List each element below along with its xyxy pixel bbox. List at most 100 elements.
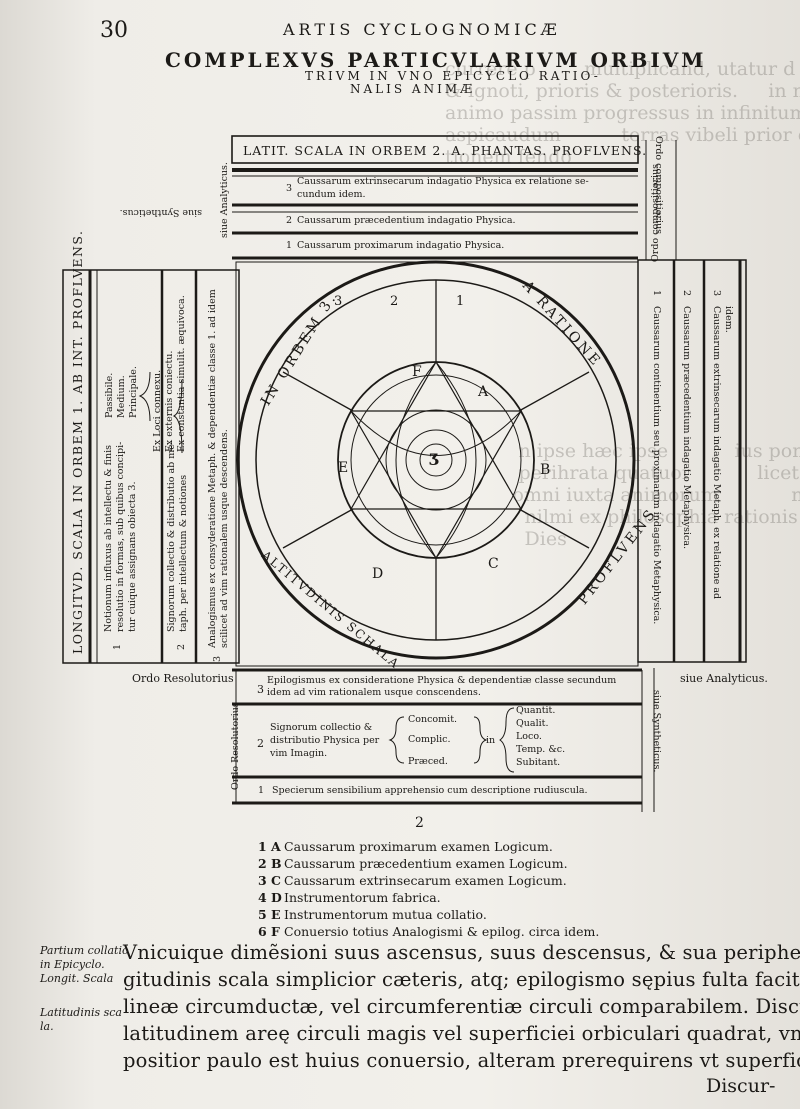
bottom-row2-line2: distributio Physica per — [270, 735, 380, 746]
bottom-row3-line2: idem ad vim rationalem usque conscendens… — [267, 687, 481, 698]
running-head: ARTIS CYCLOGNOMICÆ — [283, 20, 561, 39]
bottom-row3-number: 3 — [257, 683, 264, 696]
sive-syntheticus-top: siue Syntheticus. — [119, 207, 202, 218]
right-row1-number: 1 — [651, 290, 662, 297]
left-row1-line1: Notionum influxus ab intellectu & finis — [103, 444, 114, 632]
page-number: 30 — [100, 18, 128, 43]
catchword: Discur- — [706, 1075, 776, 1097]
brace-left-complic: Complic. — [408, 734, 451, 745]
top-row-1-text: Caussarum proximarum indagatio Physica. — [297, 240, 505, 251]
hexagram-letter-d: D — [372, 566, 384, 582]
marginal-note: Partium collatio in Epicyclo. Longit. Sc… — [40, 944, 129, 986]
key-text: Caussarum proximarum examen Logicum. — [284, 839, 553, 854]
body-line: positior paulo est huius conuersio, alte… — [123, 1049, 800, 1072]
left-row1-number: 1 — [112, 643, 123, 650]
right-row3-number: 3 — [711, 290, 722, 297]
sive-analyticus-top: siue Analyticus. — [219, 162, 230, 238]
outer-orbit — [236, 260, 636, 660]
top-row-2-text: Caussarum præcedentium indagatio Physica… — [297, 215, 516, 226]
top-row-2-number: 2 — [286, 215, 293, 226]
diagram-footer-number: 2 — [415, 815, 424, 831]
left-row1-brace-medium: Medium. — [116, 375, 127, 418]
inner-number-2: 2 — [390, 294, 399, 309]
marginal-note-line: Partium collatio — [40, 944, 129, 957]
key-text: Instrumentorum mutua collatio. — [284, 907, 487, 922]
left-row2-number: 2 — [176, 643, 187, 650]
top-row-3-number: 3 — [286, 183, 293, 194]
sive-syntheticus-bottom: siue Syntheticus. — [651, 690, 662, 773]
key-number: 3 C — [258, 873, 281, 888]
right-row2-number: 2 — [681, 290, 692, 297]
brace-in-word: in — [486, 735, 496, 746]
left-row3-line2: scilicet ad vim rationalem usque descend… — [219, 429, 230, 648]
left-row2-brace-constantia: Ex constantia simulit. æquivoca. — [176, 295, 187, 452]
hexagram-center-mark: Ʒ — [429, 450, 440, 469]
sive-analyticus-bottom: siue Analyticus. — [680, 672, 768, 685]
bottom-row1-text: Specierum sensibilium apprehensio cum de… — [272, 785, 588, 796]
right-row2-text: Caussarum præcedentium indagatio Metaphy… — [681, 306, 692, 550]
ordo-resolutorius-vertical: Ordo Resolutorius — [230, 702, 241, 790]
left-row1-line3: tur cuique assignans obiecta 3. — [127, 481, 138, 633]
body-line: lineæ circumductæ, vel circumferentiæ ci… — [123, 995, 800, 1018]
plate-subtitle-line2: NALIS ANIMÆ — [350, 82, 476, 96]
key-number: 2 B — [258, 856, 282, 871]
top-row-3-text-cont: cundum idem. — [297, 189, 366, 200]
marginal-note-line: Longit. Scala — [40, 972, 114, 985]
hexagram-letter-c: C — [488, 556, 499, 572]
key-number: 5 E — [258, 907, 281, 922]
brace-right-loco: Loco. — [516, 731, 542, 742]
right-row1-text: Caussarum continentium seu proximarum in… — [651, 306, 662, 625]
left-row2-brace-loci: Ex Loci connexu. — [152, 369, 163, 452]
bleed-through-text: n ipse hæc ipse ius ponite perihrata qua… — [512, 440, 800, 550]
hexagram-letter-f: F — [412, 364, 422, 380]
brace-left-concomit: Concomit. — [408, 714, 458, 725]
bleed-through-text: currere p multiplicand, utatur d non con… — [445, 58, 800, 168]
top-row-1-number: 1 — [286, 240, 293, 251]
key-item: 6 F Conuersio totius Analogismi & epilog.… — [258, 924, 599, 939]
left-row2-brace-externis: Ex externis coniectu. — [164, 350, 175, 452]
top-scale-label: LATIT. SCALA IN ORBEM 2. A. PHANTAS. PRO… — [243, 143, 648, 158]
top-row-3-text: Caussarum extrinsecarum indagatio Physic… — [297, 176, 589, 187]
hexagram-letter-a: A — [478, 384, 489, 400]
brace-right-subitant: Subitant. — [516, 757, 561, 768]
brace-right-quantit: Quantit. — [516, 705, 556, 716]
bottom-row2-line3: vim Imagin. — [270, 748, 328, 759]
marginal-note-line: Latitudinis sca — [40, 1006, 122, 1019]
right-row3-line1: Caussarum extrinsecarum indagatio Metaph… — [711, 306, 722, 600]
hexagram-letter-b: B — [540, 462, 551, 478]
key-text: Caussarum præcedentium examen Logicum. — [284, 856, 568, 871]
key-text: Instrumentorum fabrica. — [284, 890, 441, 905]
key-text: Caussarum extrinsecarum examen Logicum. — [284, 873, 567, 888]
key-number: 6 F — [258, 924, 280, 939]
left-scale-title: LONGITVD. SCALA IN ORBEM 1. AB INT. PROF… — [70, 229, 85, 655]
body-line: latitudinem areę circuli magis vel super… — [123, 1022, 800, 1045]
bottom-row2-number: 2 — [257, 737, 264, 750]
inner-number-1: 1 — [456, 294, 465, 309]
brace-right-temp: Temp. &c. — [516, 744, 566, 755]
left-row1-line2: resolutio in formas, sub quibus concipi- — [115, 441, 126, 632]
body-line: Vnicuique dimẽsioni suus ascensus, suus … — [123, 941, 800, 964]
plate-subtitle-line1: TRIVM IN VNO EPICYCLO RATIO- — [305, 69, 601, 83]
plate-title: COMPLEXVS PARTICVLARIVM ORBIVM — [165, 48, 707, 72]
ordo-compositorius-inverted: Ordo compositiorius — [650, 163, 661, 262]
marginal-note: Latitudinis sca la. — [40, 1006, 122, 1034]
bottom-row2-line1: Signorum collectio & — [270, 722, 373, 733]
brace-right-qualit: Qualit. — [516, 718, 549, 729]
marginal-note-line: la. — [40, 1020, 54, 1033]
ordo-resolutorius-label: Ordo Resolutorius — [132, 672, 234, 685]
left-row2-line1: Signorum collectio & distributio ab me- — [166, 440, 177, 632]
hexagram-letter-e: E — [338, 460, 349, 476]
bottom-row1-number: 1 — [258, 785, 265, 796]
top-scale-frame — [231, 135, 639, 164]
bottom-row3-line1: Epilogismus ex consideratione Physica & … — [267, 675, 617, 686]
left-row3-number: 3 — [212, 655, 223, 662]
key-text: Conuersio totius Analogismi & epilog. ci… — [284, 924, 600, 939]
key-number: 1 A — [258, 839, 281, 854]
key-number: 4 D — [258, 890, 282, 905]
inner-number-3: 3 — [334, 294, 343, 309]
brace-left-praeced: Præced. — [408, 756, 448, 767]
